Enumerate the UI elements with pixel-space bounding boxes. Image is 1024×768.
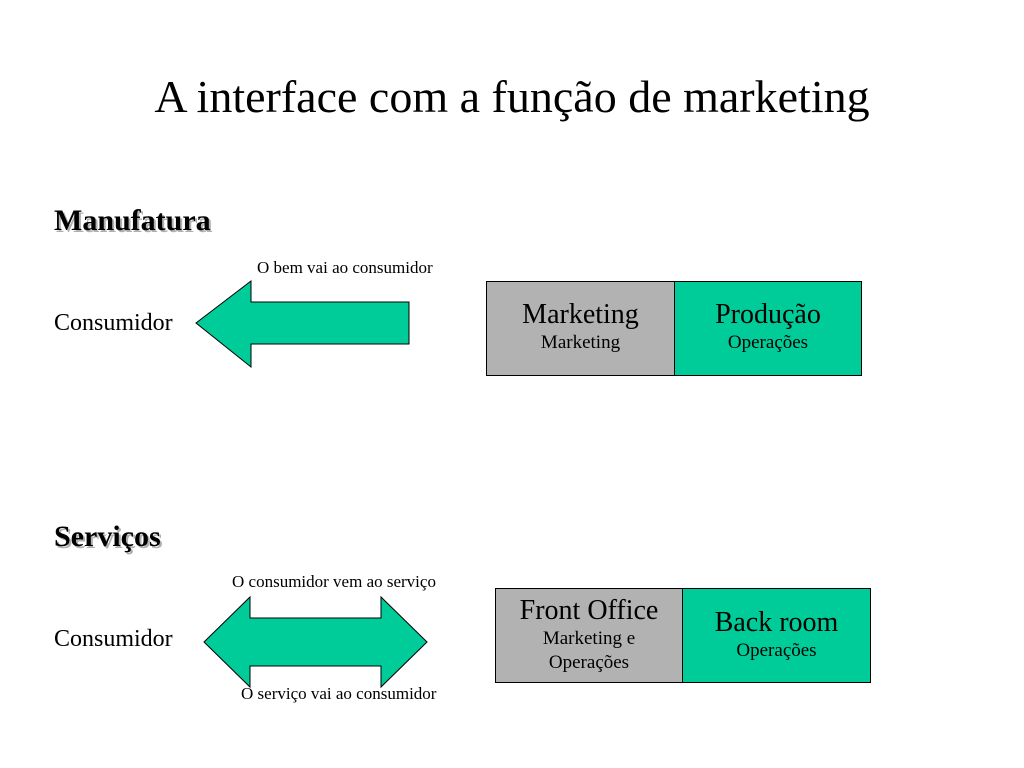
back-room-box-subtitle: Operações	[736, 640, 817, 662]
marketing-box: Marketing Marketing	[486, 281, 675, 376]
services-consumer-label: Consumidor	[54, 626, 173, 652]
double-headed-arrow-icon	[203, 595, 428, 689]
manufacturing-consumer-label: Consumidor	[54, 310, 173, 336]
front-office-box-title: Front Office	[519, 595, 659, 626]
services-caption-top: O consumidor vem ao serviço	[232, 572, 436, 591]
slide-title: A interface com a função de marketing	[154, 71, 870, 122]
back-room-box: Back room Operações	[682, 588, 871, 683]
front-office-box-subtitle: Marketing e Operações	[542, 628, 636, 673]
services-heading: Serviços	[54, 520, 161, 553]
marketing-box-title: Marketing	[522, 299, 639, 330]
manufacturing-heading: Manufatura	[54, 204, 211, 237]
left-arrow-icon	[195, 279, 410, 369]
production-box: Produção Operações	[674, 281, 862, 376]
services-caption-bottom: O serviço vai ao consumidor	[241, 684, 437, 703]
manufacturing-flow-caption: O bem vai ao consumidor	[257, 258, 433, 277]
production-box-subtitle: Operações	[727, 332, 809, 354]
front-office-box: Front Office Marketing e Operações	[495, 588, 683, 683]
back-room-box-title: Back room	[714, 607, 839, 638]
marketing-box-subtitle: Marketing	[540, 332, 621, 354]
production-box-title: Produção	[715, 299, 821, 330]
